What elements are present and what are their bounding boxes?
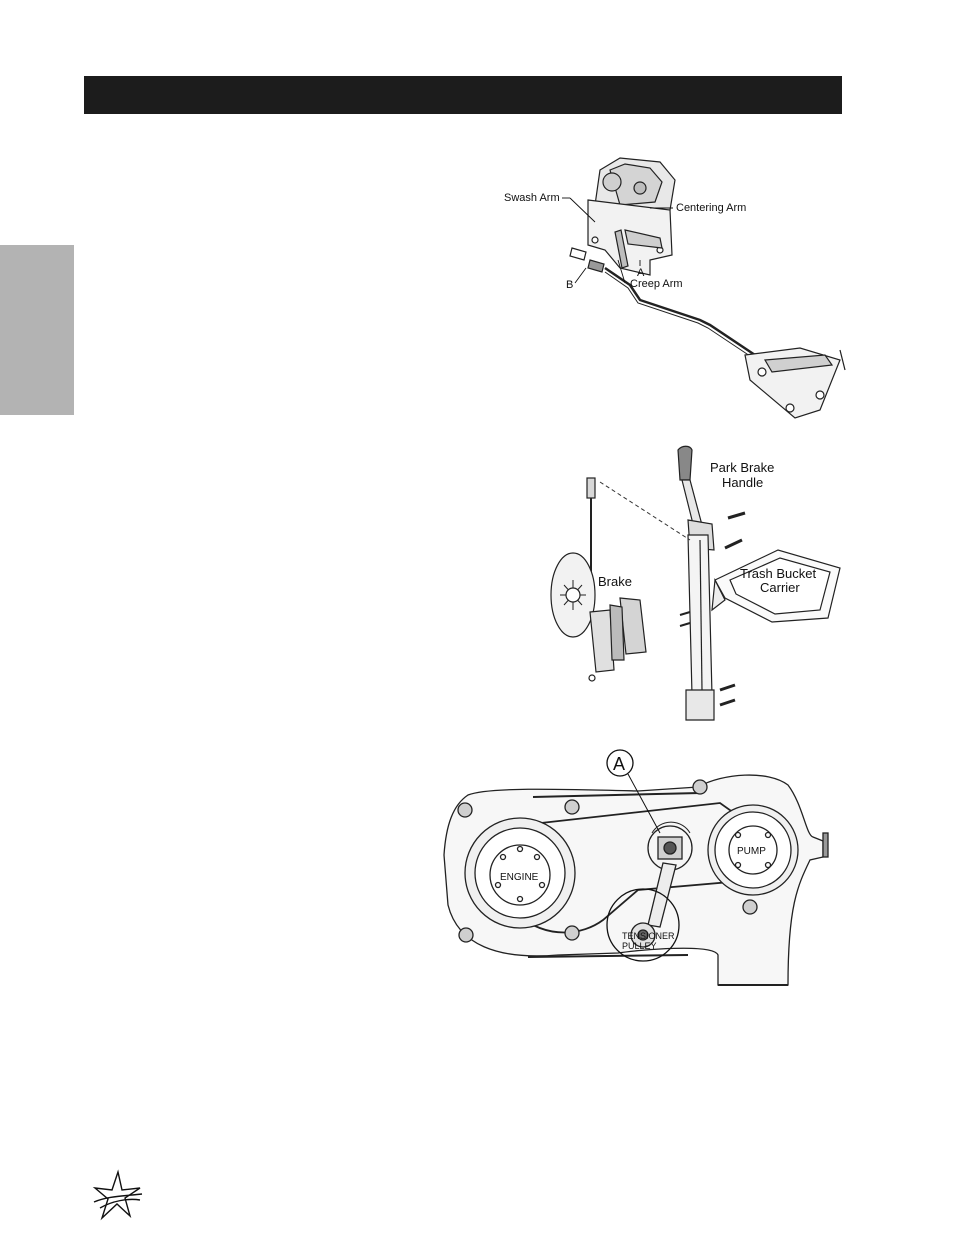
figure-transmission-linkage: Swash Arm Centering Arm A B Creep Arm: [504, 157, 846, 419]
label-a: A: [637, 267, 645, 279]
label-tensioner-line1: TENSIONER: [622, 931, 675, 941]
label-trash-line1: Trash Bucket: [740, 566, 816, 581]
label-centering-arm: Centering Arm: [676, 202, 746, 214]
label-park-brake-line1: Park Brake: [710, 460, 774, 475]
label-trash-line2: Carrier: [760, 580, 800, 595]
label-brake: Brake: [598, 574, 632, 589]
label-creep-arm: Creep Arm: [630, 278, 683, 290]
figure-park-brake-assembly: Park Brake Handle Brake Trash Bucket Car…: [550, 445, 841, 721]
label-park-brake-line2: Handle: [722, 475, 763, 490]
label-pump: PUMP: [737, 846, 766, 857]
chapter-side-tab: [0, 245, 74, 415]
label-swash-arm: Swash Arm: [504, 192, 560, 204]
label-b: B: [566, 279, 573, 291]
label-engine: ENGINE: [500, 872, 539, 883]
label-tensioner-line2: PULLEY: [622, 941, 657, 951]
label-a: A: [613, 754, 625, 774]
star-swoosh-logo-icon: [92, 1169, 143, 1221]
figure-belt-drive: A ENGINE PUMP TENSIONER PULLEY: [443, 749, 829, 986]
section-header-bar: [84, 76, 842, 114]
